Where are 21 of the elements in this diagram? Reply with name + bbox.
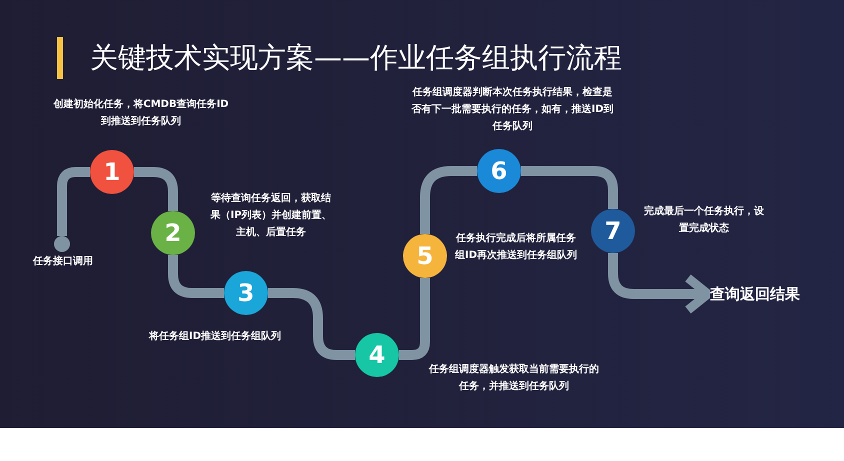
step-circle: 3	[224, 271, 268, 315]
step-description: 等待查询任务返回，获取结果（IP列表）并创建前置、主机、后置任务	[210, 192, 332, 240]
step-description: 任务组调度器判断本次任务执行结果，检查是否有下一批需要执行的任务，如有，推送ID到任务队列	[410, 85, 615, 134]
step-circle: 7	[591, 209, 635, 253]
step-circle: 6	[477, 149, 521, 193]
step-description: 创建初始化任务，将CMDB查询任务ID到推送到任务队列	[52, 97, 230, 129]
arrow	[608, 253, 712, 314]
step-description: 完成最后一个任务执行，设置完成状态	[643, 204, 765, 236]
start-dot	[54, 236, 70, 252]
step-circle: 4	[355, 333, 399, 377]
title: 关键技术实现方案——作业任务组执行流程	[90, 40, 622, 76]
end-label: 查询返回结果	[710, 283, 800, 305]
step-description: 任务组调度器触发获取当前需要执行的任务，并推送到任务队列	[428, 362, 600, 394]
step-description: 将任务组ID推送到任务组队列	[148, 330, 282, 344]
step-circle: 5	[403, 234, 447, 278]
step-circle: 1	[90, 150, 134, 194]
connector-track	[399, 278, 430, 360]
step-description: 任务接口调用	[32, 254, 94, 269]
connector-track	[57, 167, 90, 236]
step-description: 任务执行完成后将所属任务组ID再次推送到任务组队列	[454, 231, 578, 263]
step-circle: 2	[151, 211, 195, 255]
